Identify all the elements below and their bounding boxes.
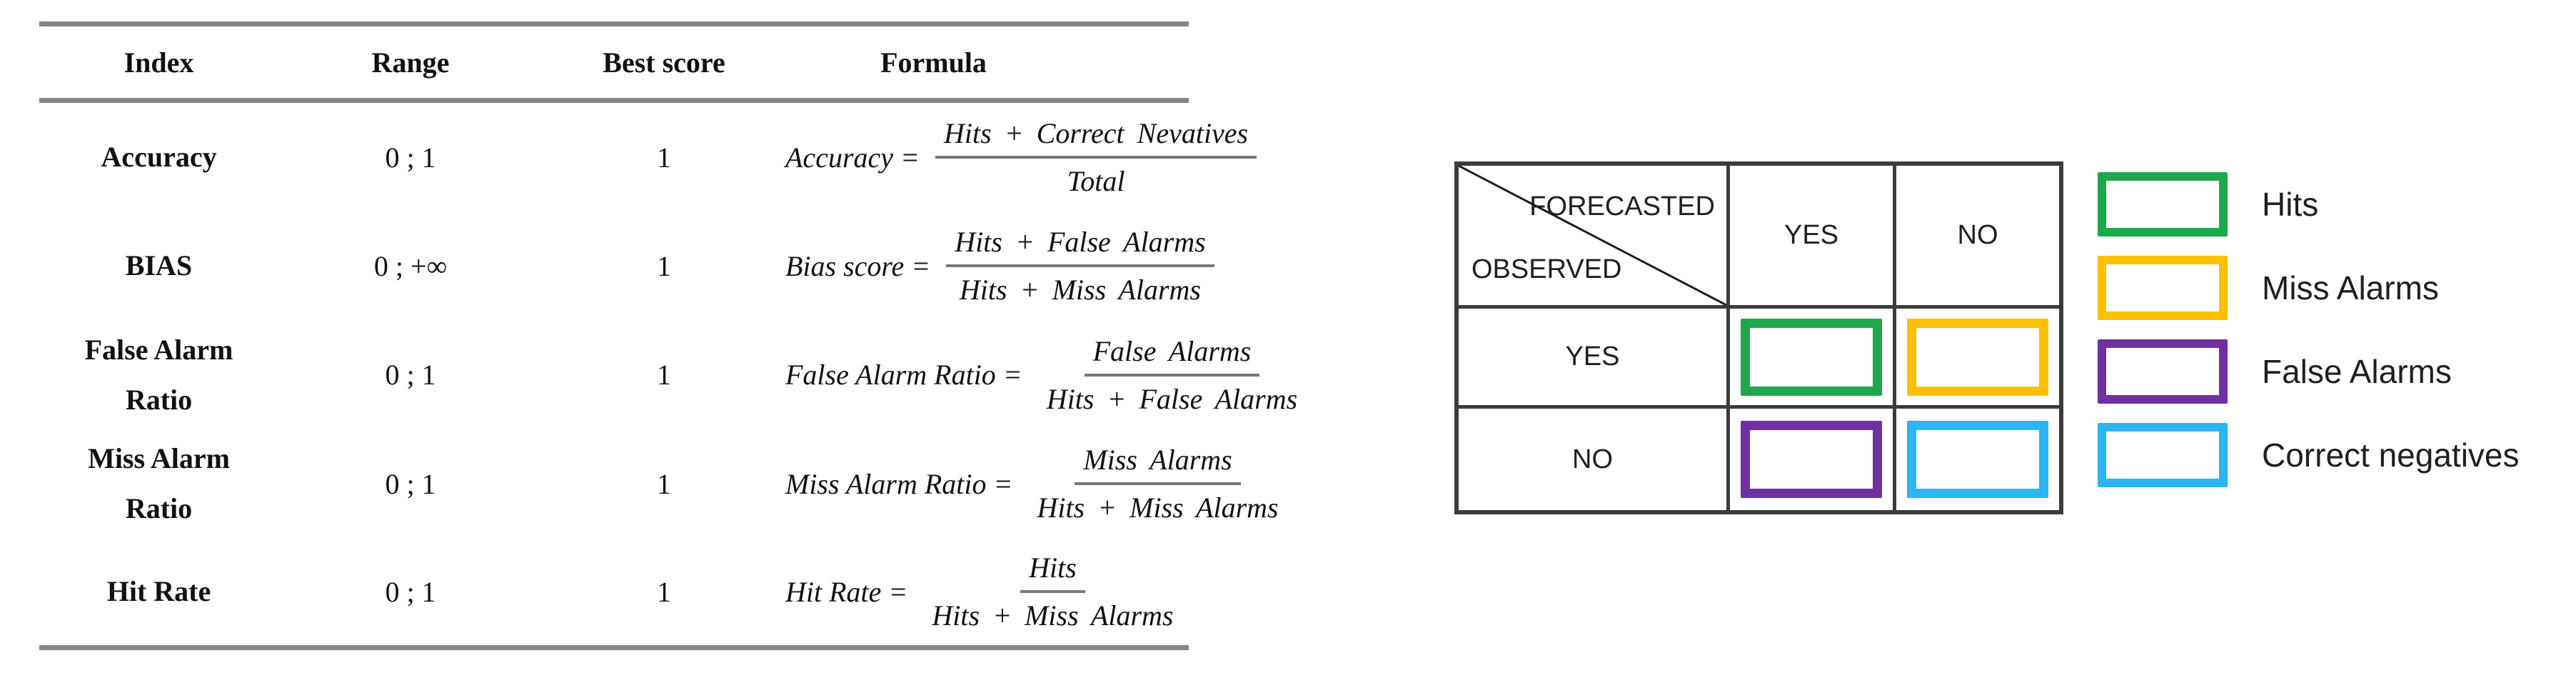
index-cell: BIAS bbox=[125, 249, 193, 281]
range-cell: 0 ; 1 bbox=[385, 575, 436, 608]
best-score-cell: 1 bbox=[657, 249, 671, 282]
legend-label: False Alarms bbox=[2262, 353, 2452, 390]
formula-fraction: Miss Alarms Hits + Miss Alarms bbox=[1029, 443, 1287, 524]
forecasted-label: FORECASTED bbox=[1529, 191, 1715, 221]
table-row-hit-rate: Hit Rate 0 ; 1 1 Hit Rate = Hits Hits + … bbox=[39, 538, 1189, 645]
formula-cell: False Alarm Ratio = False Alarms Hits + … bbox=[785, 334, 1413, 416]
fraction-denominator: Hits + False Alarms bbox=[1046, 382, 1298, 415]
fraction-denominator: Hits + Miss Alarms bbox=[932, 599, 1174, 632]
formula-cell: Hit Rate = Hits Hits + Miss Alarms bbox=[785, 551, 1289, 632]
table-row-miss-alarm-ratio: Miss Alarm Ratio 0 ; 1 1 Miss Alarm Rati… bbox=[39, 429, 1279, 538]
range-cell: 0 ; +∞ bbox=[373, 249, 448, 282]
fraction-denominator: Total bbox=[1067, 165, 1125, 197]
fraction-denominator: Hits + Miss Alarms bbox=[959, 274, 1201, 306]
legend-item-false-alarms: False Alarms bbox=[2098, 339, 2520, 404]
col-header-formula: Formula bbox=[880, 46, 987, 79]
row-header-observed-no: NO bbox=[1459, 409, 1730, 510]
fraction-numerator: False Alarms bbox=[1084, 334, 1260, 377]
table-row-accuracy: Accuracy 0 ; 1 1 Accuracy = Hits + Corre… bbox=[39, 103, 1257, 211]
formula-cell: Bias score = Hits + False Alarms Hits + … bbox=[785, 225, 1322, 306]
false-alarms-legend-box bbox=[2098, 339, 2228, 404]
correct-negatives-legend-box bbox=[2098, 423, 2228, 487]
formula-lhs: False Alarm Ratio = bbox=[785, 359, 1022, 391]
fraction-numerator: Miss Alarms bbox=[1075, 443, 1241, 485]
fraction-numerator: Hits + False Alarms bbox=[946, 225, 1214, 267]
legend-label: Hits bbox=[2262, 186, 2319, 223]
correct-negatives-cell-box bbox=[1907, 421, 2048, 498]
legend-item-hits: Hits bbox=[2098, 171, 2520, 237]
index-cell: Accuracy bbox=[101, 141, 217, 173]
hits-cell-box bbox=[1741, 318, 1882, 396]
hits-legend-box bbox=[2098, 172, 2228, 236]
formula-fraction: Hits Hits + Miss Alarms bbox=[923, 551, 1182, 632]
metrics-table-header: Index Range Best score Formula bbox=[39, 26, 1189, 103]
formula-lhs: Hit Rate = bbox=[785, 575, 908, 608]
best-score-cell: 1 bbox=[657, 575, 671, 608]
legend-label: Miss Alarms bbox=[2262, 269, 2439, 306]
col-header-best-score: Best score bbox=[603, 46, 725, 79]
range-cell: 0 ; 1 bbox=[385, 467, 436, 500]
table-row-bias: BIAS 0 ; +∞ 1 Bias score = Hits + False … bbox=[39, 211, 1214, 320]
best-score-cell: 1 bbox=[657, 359, 671, 391]
col-header-forecast-no: NO bbox=[1896, 166, 2059, 309]
index-cell: Miss Alarm Ratio bbox=[88, 442, 230, 524]
formula-cell: Miss Alarm Ratio = Miss Alarms Hits + Mi… bbox=[785, 443, 1394, 524]
cell-correct-negatives bbox=[1896, 409, 2059, 510]
cell-false-alarms bbox=[1730, 409, 1896, 510]
observed-label: OBSERVED bbox=[1471, 254, 1622, 284]
formula-fraction: Hits + False Alarms Hits + Miss Alarms bbox=[946, 225, 1214, 306]
formula-lhs: Accuracy = bbox=[785, 141, 920, 174]
contingency-corner-cell: FORECASTED OBSERVED bbox=[1459, 166, 1730, 309]
index-cell: Hit Rate bbox=[106, 575, 211, 607]
miss-alarms-legend-box bbox=[2098, 256, 2228, 320]
table-row-false-alarm-ratio: False Alarm Ratio 0 ; 1 1 False Alarm Ra… bbox=[39, 320, 1298, 429]
range-cell: 0 ; 1 bbox=[385, 141, 436, 174]
fraction-numerator: Hits bbox=[1020, 551, 1085, 593]
index-cell: False Alarm Ratio bbox=[84, 333, 233, 416]
best-score-cell: 1 bbox=[657, 467, 671, 500]
fraction-numerator: Hits + Correct Nevatives bbox=[935, 116, 1257, 159]
col-header-forecast-yes: YES bbox=[1730, 166, 1896, 309]
legend-item-correct-negatives: Correct negatives bbox=[2098, 422, 2520, 488]
formula-fraction: Hits + Correct Nevatives Total bbox=[935, 116, 1257, 198]
legend: Hits Miss Alarms False Alarms Correct ne… bbox=[2098, 171, 2520, 506]
false-alarms-cell-box bbox=[1741, 421, 1882, 498]
cell-hits bbox=[1730, 309, 1896, 409]
formula-cell: Accuracy = Hits + Correct Nevatives Tota… bbox=[785, 116, 1364, 198]
col-header-index: Index bbox=[124, 46, 194, 79]
legend-label: Correct negatives bbox=[2262, 437, 2520, 474]
col-header-range: Range bbox=[371, 46, 450, 79]
formula-fraction: False Alarms Hits + False Alarms bbox=[1038, 334, 1306, 416]
contingency-table: FORECASTED OBSERVED YES NO YES NO bbox=[1454, 161, 2063, 514]
legend-item-miss-alarms: Miss Alarms bbox=[2098, 255, 2520, 321]
range-cell: 0 ; 1 bbox=[385, 359, 436, 391]
cell-miss-alarms bbox=[1896, 309, 2059, 409]
row-header-observed-yes: YES bbox=[1459, 309, 1730, 409]
metrics-table: Index Range Best score Formula Accuracy … bbox=[39, 21, 1298, 650]
formula-lhs: Miss Alarm Ratio = bbox=[785, 467, 1013, 500]
formula-lhs: Bias score = bbox=[785, 249, 931, 282]
metrics-table-body: Accuracy 0 ; 1 1 Accuracy = Hits + Corre… bbox=[39, 103, 1298, 645]
miss-alarms-cell-box bbox=[1907, 318, 2048, 396]
diagonal-line bbox=[1459, 166, 1726, 305]
fraction-denominator: Hits + Miss Alarms bbox=[1037, 492, 1279, 524]
best-score-cell: 1 bbox=[657, 141, 671, 174]
